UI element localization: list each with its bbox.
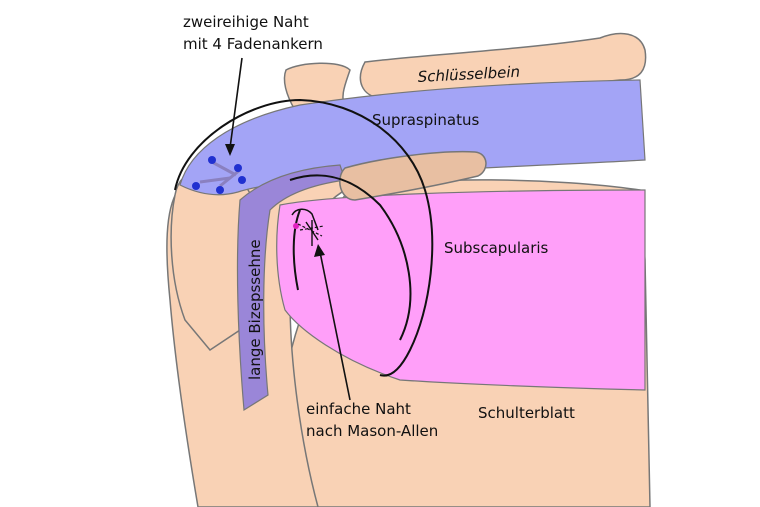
label-scapula: Schulterblatt (478, 404, 575, 422)
anchor-point (216, 186, 224, 194)
coracoid-shape (339, 150, 487, 201)
arrow-mason-allen (314, 244, 351, 401)
arrow-double-row (225, 57, 243, 156)
label-double-row-line1: zweireihige Naht (183, 13, 309, 31)
label-clavicle: Schlüsselbein (417, 63, 520, 86)
acromion-shape (283, 62, 351, 111)
double-row-suture (192, 156, 246, 194)
supraspinatus-shape (179, 79, 646, 196)
label-mason-allen-line2: nach Mason-Allen (306, 422, 438, 440)
stitch-point (293, 223, 299, 229)
biceps-groove-outline (291, 208, 319, 231)
label-biceps-tendon: lange Bizepssehne (246, 239, 264, 380)
cuff-outline (174, 98, 434, 377)
anchor-point (208, 156, 216, 164)
label-subscapularis: Subscapularis (444, 239, 549, 257)
label-mason-allen-line1: einfache Naht (306, 400, 411, 418)
glenoid-outline (289, 174, 412, 341)
anchor-point (234, 164, 242, 172)
lesser-tuberosity-outline (292, 209, 301, 291)
biceps-tendon-shape (236, 164, 346, 412)
anchor-point (192, 182, 200, 190)
label-double-row-line2: mit 4 Fadenankern (183, 35, 323, 53)
anchor-point (238, 176, 246, 184)
label-supraspinatus: Supraspinatus (372, 111, 479, 129)
mason-allen-suture (293, 220, 325, 246)
